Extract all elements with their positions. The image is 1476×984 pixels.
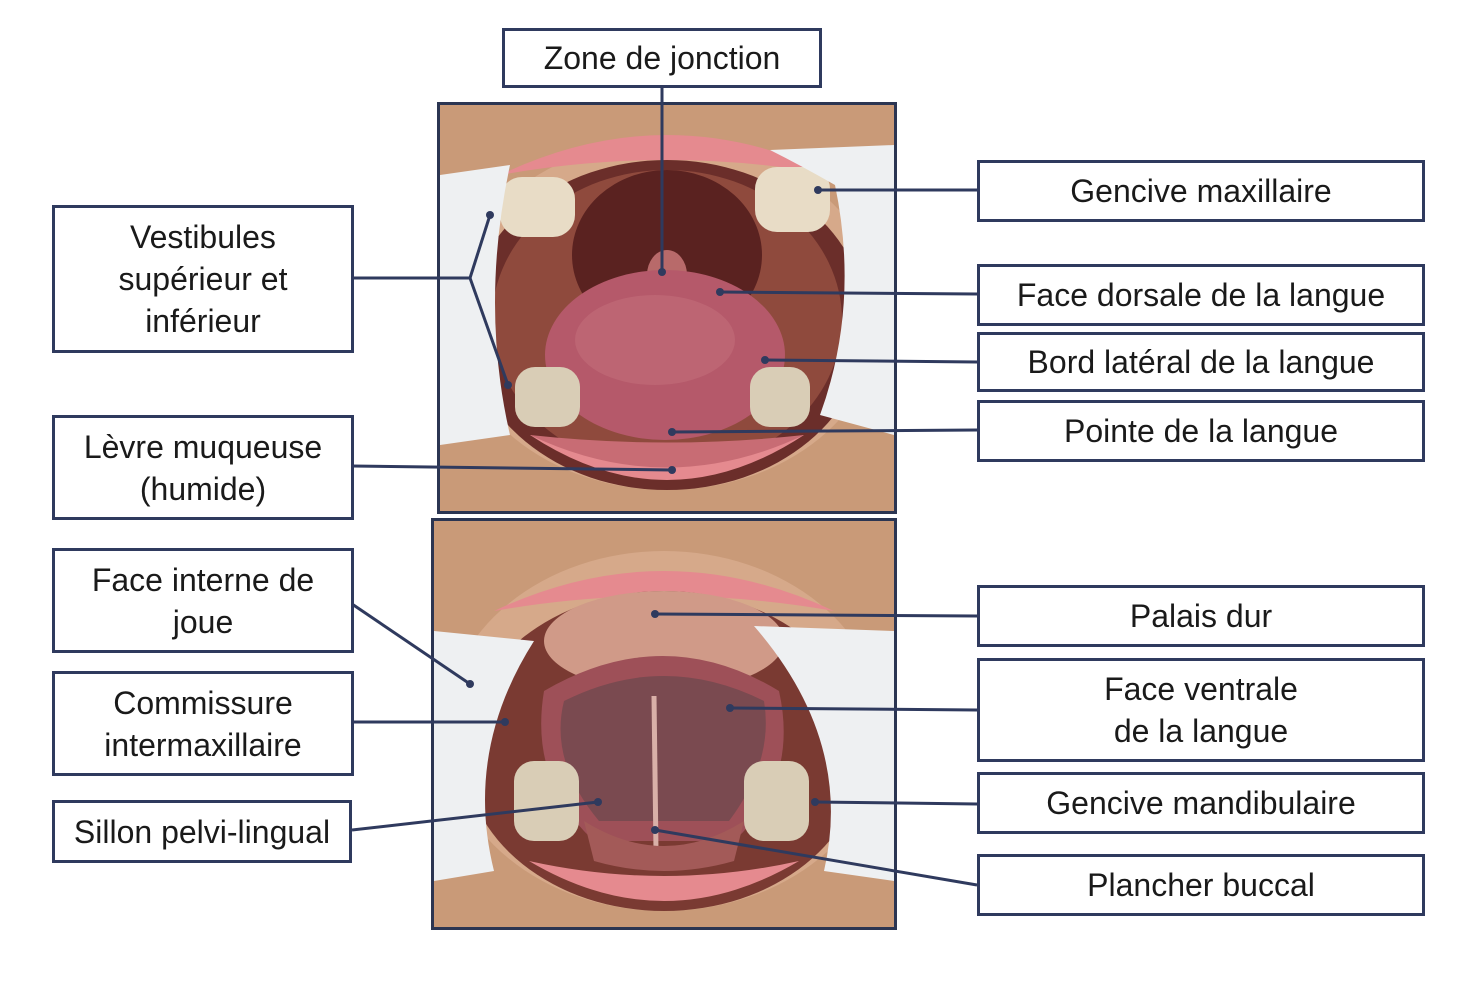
label-bord-lateral: Bord latéral de la langue xyxy=(977,332,1425,392)
label-pointe-langue: Pointe de la langue xyxy=(977,400,1425,462)
photo-tongue-dorsal xyxy=(437,102,897,514)
label-face-dorsale: Face dorsale de la langue xyxy=(977,264,1425,326)
label-palais-dur: Palais dur xyxy=(977,585,1425,647)
label-vestibules: Vestibules supérieur et inférieur xyxy=(52,205,354,353)
photo-tongue-dorsal-illustration xyxy=(440,105,894,511)
label-levre-muqueuse: Lèvre muqueuse (humide) xyxy=(52,415,354,520)
label-zone-jonction: Zone de jonction xyxy=(502,28,822,88)
label-commissure: Commissure intermaxillaire xyxy=(52,671,354,776)
label-gencive-maxillaire: Gencive maxillaire xyxy=(977,160,1425,222)
label-gencive-mandibulaire: Gencive mandibulaire xyxy=(977,772,1425,834)
label-plancher-buccal: Plancher buccal xyxy=(977,854,1425,916)
label-sillon-pelvi-lingual: Sillon pelvi-lingual xyxy=(52,800,352,863)
photo-tongue-ventral-illustration xyxy=(434,521,894,927)
photo-tongue-ventral xyxy=(431,518,897,930)
label-face-interne-joue: Face interne de joue xyxy=(52,548,354,653)
label-face-ventrale: Face ventrale de la langue xyxy=(977,658,1425,762)
